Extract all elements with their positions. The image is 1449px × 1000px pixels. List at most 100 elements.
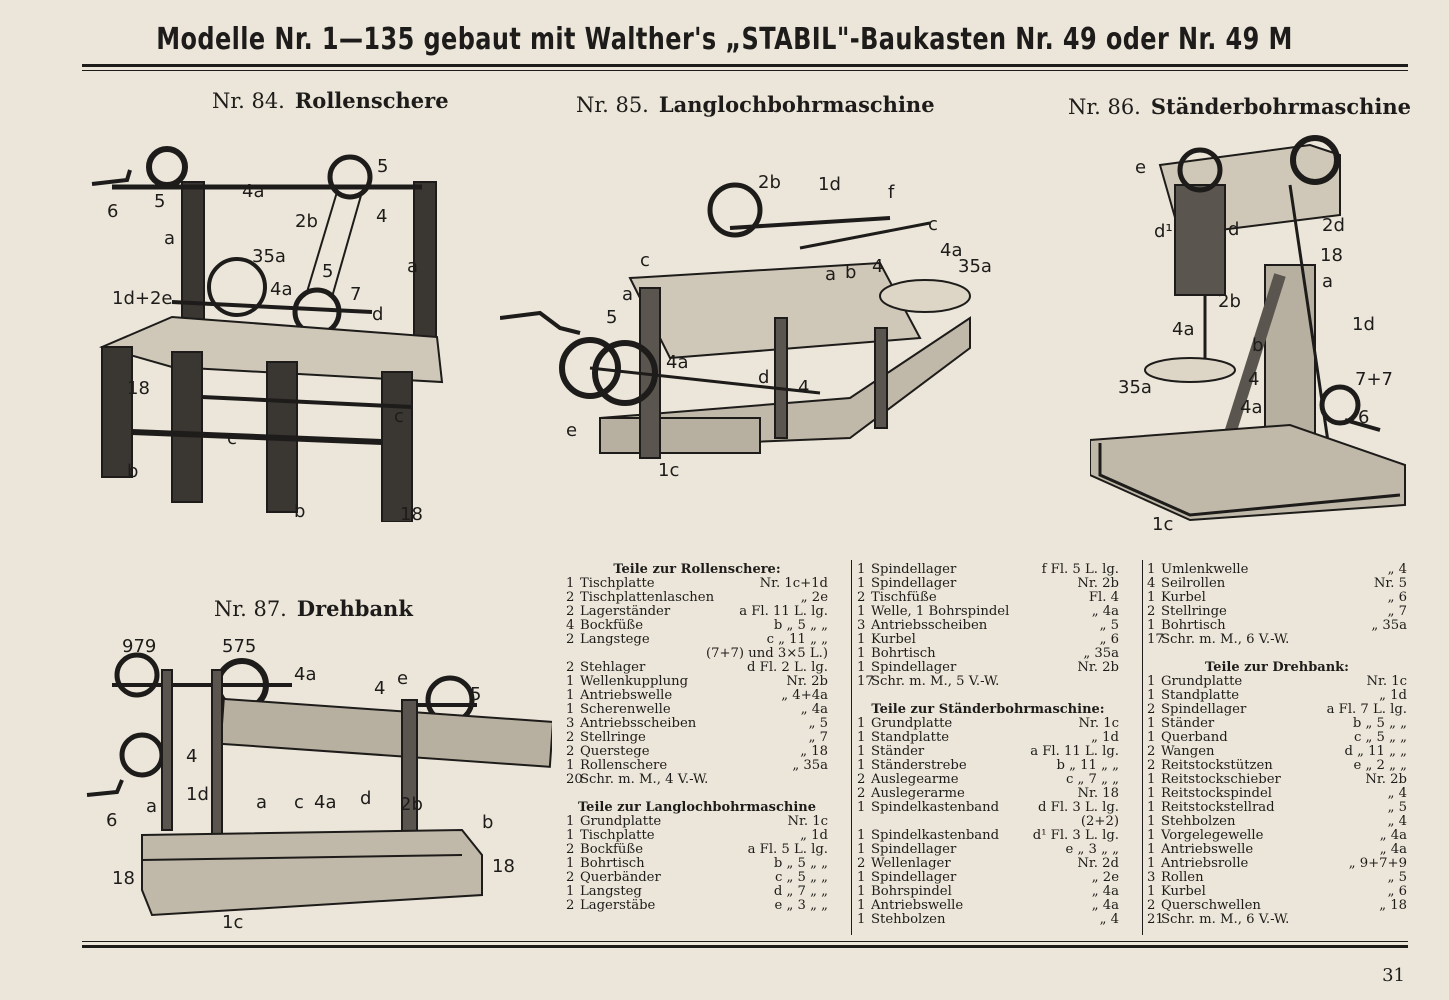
part-quantity: 1 <box>1147 688 1156 703</box>
part-quantity: 2 <box>566 660 575 675</box>
part-spec: a Fl. 11 L. lg. <box>739 604 828 619</box>
model-87-drawing: 979 575 4a 4 e 5 4 1d a a c 4a d 2b 6 b … <box>82 630 552 935</box>
part-quantity: 1 <box>566 814 575 829</box>
drawing-label: 2b <box>1218 291 1241 312</box>
part-quantity: 21 <box>1147 912 1164 927</box>
model-number: Nr. 85. <box>576 93 649 117</box>
part-name: Wellenlager <box>871 857 951 871</box>
part-name <box>580 647 706 661</box>
part-name: Reitstockspindel <box>1161 787 1273 801</box>
parts-section-title: Teile zur Rollenschere: <box>613 562 781 577</box>
part-name: Langstege <box>580 633 650 647</box>
part-spec: Nr. 2b <box>786 674 828 689</box>
part-spec: „ 4 <box>1099 912 1119 927</box>
part-name: Schr. m. M., 6 V.-W. <box>1161 633 1290 647</box>
drawing-label: 1c <box>222 912 243 933</box>
drawing-label: c <box>294 792 304 813</box>
part-quantity: 1 <box>566 884 575 899</box>
part-spec: Nr. 1c <box>1078 716 1119 731</box>
part-spec: (2+2) <box>1080 814 1119 829</box>
drawing-label: a <box>622 284 633 305</box>
section-gap <box>566 787 828 801</box>
drawing-label: b <box>482 812 493 833</box>
drawing-label: b <box>294 501 305 522</box>
drawing-label: 2b <box>295 211 318 232</box>
part-quantity: 1 <box>1147 772 1156 787</box>
part-name: Reitstockstellrad <box>1161 801 1275 815</box>
drawing-label: 1d+2e <box>112 288 173 309</box>
part-name: Querband <box>1161 731 1228 745</box>
parts-row: 1 Tischplatte „ 1d <box>566 829 828 843</box>
drawing-label: c <box>640 250 650 271</box>
part-name: Tischplatte <box>580 829 655 843</box>
part-name: Umlenkwelle <box>1161 563 1249 577</box>
part-name: Rollen <box>1161 871 1204 885</box>
drawing-label: 35a <box>1118 377 1152 398</box>
part-quantity: 2 <box>1147 744 1156 759</box>
part-spec: „ 5 <box>1387 870 1407 885</box>
part-spec: „ 4a <box>1091 884 1119 899</box>
model-84-heading: Nr. 84.Rollenschere <box>212 88 449 113</box>
part-quantity: 1 <box>857 646 866 661</box>
parts-section-title: Teile zur Langlochbohrmaschine <box>577 800 816 815</box>
part-quantity: 2 <box>566 604 575 619</box>
model-86-heading: Nr. 86.Ständerbohrmaschine <box>1068 94 1411 119</box>
part-spec: „ 2e <box>1091 870 1119 885</box>
part-name: Ständerstrebe <box>871 759 967 773</box>
part-name: Ständer <box>871 745 925 759</box>
part-name: Querstege <box>580 745 650 759</box>
drawing-label: a <box>407 256 418 277</box>
part-quantity: 2 <box>566 744 575 759</box>
part-spec: „ 4 <box>1387 814 1407 829</box>
part-name: Scherenwelle <box>580 703 671 717</box>
drawing-label: 18 <box>127 378 150 399</box>
part-spec: Nr. 18 <box>1077 786 1119 801</box>
part-name: Querschwellen <box>1161 899 1261 913</box>
part-name: Stehbolzen <box>871 913 946 927</box>
part-quantity: 1 <box>1147 828 1156 843</box>
drawing-label: 4 <box>374 678 385 699</box>
part-spec: Nr. 2b <box>1077 660 1119 675</box>
part-spec: „ 35a <box>792 758 828 773</box>
part-spec: „ 1d <box>800 828 828 843</box>
part-spec: d Fl. 2 L. lg. <box>747 660 828 675</box>
part-spec: „ 1d <box>1091 730 1119 745</box>
part-name: Antriebsscheiben <box>871 619 988 633</box>
page-number: 31 <box>1382 965 1405 986</box>
part-name: Reitstockstützen <box>1161 759 1273 773</box>
part-quantity: 1 <box>1147 562 1156 577</box>
part-name: Bockfüße <box>580 619 643 633</box>
part-quantity: 3 <box>857 618 866 633</box>
part-name: Kurbel <box>1161 591 1206 605</box>
part-spec: „ 1d <box>1379 688 1407 703</box>
page-title: Modelle Nr. 1—135 gebaut mit Walther's „… <box>156 22 1293 57</box>
part-quantity: 1 <box>1147 674 1156 689</box>
drawing-label: 1c <box>1152 514 1173 535</box>
part-quantity: 4 <box>1147 576 1156 591</box>
part-quantity: 1 <box>566 828 575 843</box>
drawing-label: b <box>127 461 138 482</box>
drawing-label: 7 <box>350 284 361 305</box>
part-spec: a Fl. 11 L. lg. <box>1030 744 1119 759</box>
drawing-label: 4a <box>270 279 292 300</box>
part-name: Ständer <box>1161 717 1215 731</box>
